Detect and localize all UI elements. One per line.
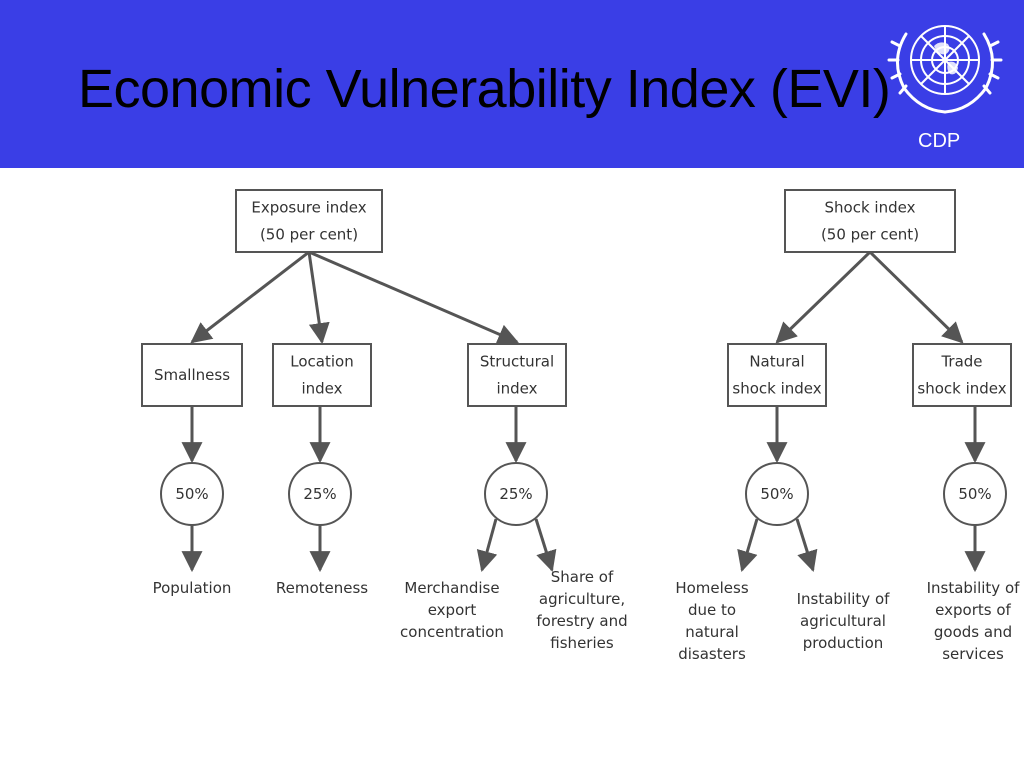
header-bar <box>0 0 1024 168</box>
shock-root-to-child-0-arrow <box>775 250 872 344</box>
exposure-leaf-1-0: Remoteness <box>276 579 368 597</box>
exposure-child-0-label: Smallness <box>154 366 230 384</box>
exposure-leaf-0-0: Population <box>153 579 232 597</box>
exposure-root-to-child-2-arrow <box>308 250 519 345</box>
exposure-weight-2-to-leaf-1-arrow <box>534 518 557 573</box>
shock-weight-0-label: 50% <box>760 485 793 503</box>
shock-weight-0-circle <box>745 462 809 526</box>
exposure-weight-2-label: 25% <box>499 485 532 503</box>
slide-title: Economic Vulnerability Index (EVI) <box>78 59 891 119</box>
shock-root-box <box>784 189 956 253</box>
exposure-root-box <box>235 189 383 253</box>
exposure-weight-1-label: 25% <box>303 485 336 503</box>
exposure-child-2-box <box>467 343 567 407</box>
exposure-root-label: Exposure index(50 per cent) <box>251 199 366 244</box>
org-label: CDP <box>918 130 961 152</box>
shock-child-0-box <box>727 343 827 407</box>
exposure-child-0-box <box>141 343 243 407</box>
shock-root-to-child-1-arrow <box>868 250 964 344</box>
exposure-root-to-child-0-arrow <box>190 250 310 344</box>
exposure-weight-2-circle <box>484 462 548 526</box>
shock-weight-0-to-leaf-1-arrow <box>795 518 818 573</box>
exposure-weight-0-label: 50% <box>175 485 208 503</box>
exposure-weight-2-to-leaf-0-arrow <box>476 518 498 573</box>
shock-weight-0-to-leaf-0-arrow <box>737 518 759 573</box>
shock-child-1-box <box>912 343 1012 407</box>
shock-root-label: Shock index(50 per cent) <box>821 199 919 244</box>
exposure-root-to-child-1-arrow <box>307 251 330 345</box>
shock-weight-1-label: 50% <box>958 485 991 503</box>
exposure-child-1-box <box>272 343 372 407</box>
un-emblem-icon <box>887 25 1003 114</box>
